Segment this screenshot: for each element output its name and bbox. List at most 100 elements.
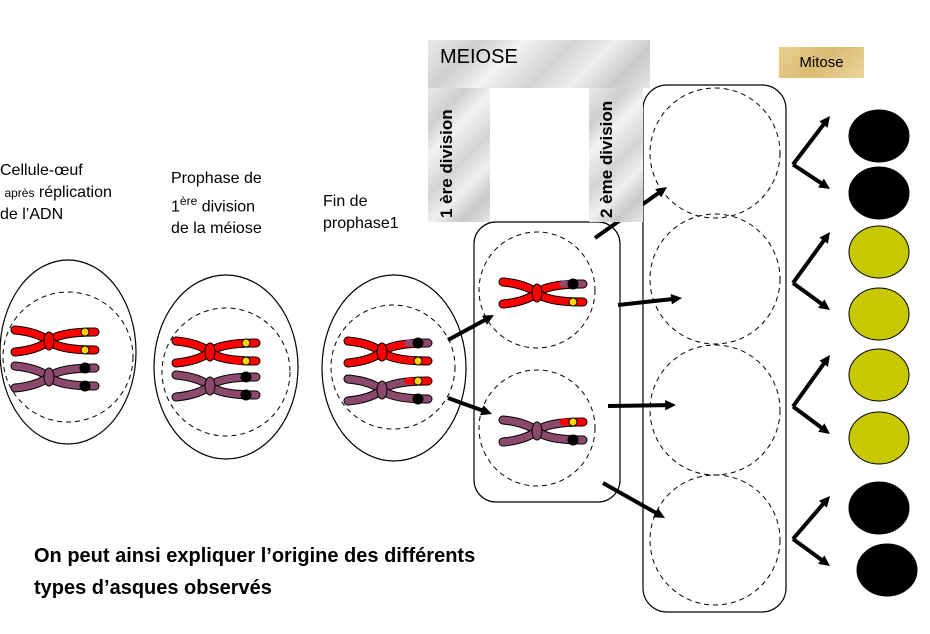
cell1-chromosome-purple xyxy=(10,361,100,393)
yellow-allele xyxy=(413,356,423,366)
centromere xyxy=(43,367,55,387)
meiosis2-box xyxy=(642,84,787,613)
arrow-head xyxy=(655,187,667,198)
meiosis1-nucleus-bottom xyxy=(478,369,596,487)
centromere xyxy=(531,283,543,303)
arrow-shaft xyxy=(617,296,675,307)
meiosis2-nucleus-2 xyxy=(649,213,781,345)
ascospore-yellow xyxy=(848,287,910,341)
arrow-m1-to-m2-2 xyxy=(617,293,682,307)
meiosis2-nucleus-3 xyxy=(649,344,781,476)
yellow-allele xyxy=(413,376,423,386)
division2-label: 2 ème division xyxy=(597,100,616,218)
black-allele xyxy=(240,389,252,401)
mitose-title: Mitose xyxy=(779,47,864,78)
division1-banner xyxy=(428,88,490,222)
arrow-shaft xyxy=(791,237,827,285)
cell2-label-line2-text: division xyxy=(197,198,256,216)
mitosis-arrow-up-4 xyxy=(791,496,830,541)
centromere xyxy=(531,421,543,441)
meiosis1-chromosome-red xyxy=(498,277,588,309)
arrow-m1-to-m2-3 xyxy=(607,399,676,411)
black-allele xyxy=(412,393,424,405)
cell3-chromosome-red xyxy=(343,336,433,368)
cell2-chromosome-purple xyxy=(171,370,261,402)
meiosis2-nucleus-4 xyxy=(649,474,781,606)
black-allele xyxy=(79,362,91,374)
cell3-label-line2: prophase1 xyxy=(323,215,399,232)
cell2-label-num: 1 xyxy=(171,198,180,216)
centromere xyxy=(376,342,388,362)
ascospore-yellow xyxy=(848,225,910,279)
centromere xyxy=(376,380,388,400)
meiose-title: MEIOSE xyxy=(440,46,518,68)
mitosis-arrow-down-3 xyxy=(791,404,830,434)
cell1-label-line2: après réplication xyxy=(0,182,112,204)
arrow-head xyxy=(653,508,665,518)
conclusion-text: On peut ainsi expliquer l’origine des di… xyxy=(34,540,475,604)
black-allele xyxy=(240,371,252,383)
cell1-label-line3: de l’ADN xyxy=(0,206,64,223)
arrow-shaft xyxy=(447,396,486,414)
cell2-label-sup: ère xyxy=(179,194,198,208)
cell1-label-line1: Cellule-œuf xyxy=(0,162,83,179)
arrow-head xyxy=(819,116,830,128)
cell1-label-line2-text: réplication xyxy=(34,184,112,201)
arrow-head xyxy=(819,232,830,244)
meiosis2-nucleus-1 xyxy=(649,87,781,219)
yellow-allele xyxy=(241,356,251,366)
arrow-shaft xyxy=(607,403,669,408)
black-allele xyxy=(567,278,579,290)
yellow-allele xyxy=(568,297,578,307)
mitosis-arrow-up-2 xyxy=(791,232,830,285)
yellow-allele xyxy=(80,327,90,337)
arrow-shaft xyxy=(447,317,488,342)
yellow-allele xyxy=(241,338,251,348)
arrow-head xyxy=(480,405,492,416)
ascospore-yellow xyxy=(848,411,910,465)
arrow-head xyxy=(670,293,682,305)
mitosis-arrow-up-1 xyxy=(791,116,830,166)
centromere xyxy=(204,376,216,396)
cell1-chromosome-red xyxy=(10,325,100,357)
mitosis-arrow-down-4 xyxy=(791,537,830,566)
arrow-shaft xyxy=(791,360,827,408)
cell2-chromosome-red xyxy=(171,336,261,368)
arrow-head xyxy=(818,555,830,566)
cell3-label-line1: Fin de xyxy=(323,193,368,210)
yellow-allele xyxy=(568,417,578,427)
centromere xyxy=(43,331,55,351)
arrow-cell3-to-top xyxy=(447,315,494,342)
arrow-head xyxy=(482,315,494,325)
cell3-nucleus xyxy=(330,304,456,430)
division2-banner xyxy=(589,88,643,222)
black-allele xyxy=(567,434,579,446)
cell2-membrane xyxy=(153,274,299,460)
cell2-label-line1: Prophase de xyxy=(171,170,262,187)
arrow-shaft xyxy=(791,121,827,166)
centromere xyxy=(204,342,216,362)
arrow-shaft xyxy=(791,281,825,307)
cell1-label: Cellule-œuf après réplication de l’ADN xyxy=(0,160,112,226)
cell2-label: Prophase de 1ère division de la méiose xyxy=(171,168,262,240)
mitosis-arrow-up-3 xyxy=(791,355,830,408)
arrow-cell3-to-bottom xyxy=(447,396,492,416)
black-allele xyxy=(79,380,91,392)
meiose-banner xyxy=(428,40,650,88)
meiosis1-chromosome-purple xyxy=(498,415,588,447)
arrow-head xyxy=(818,299,830,310)
meiosis1-nucleus-top xyxy=(478,231,596,349)
cell2-label-line2: 1ère division xyxy=(171,190,262,218)
cell3-membrane xyxy=(321,274,467,462)
black-allele xyxy=(412,337,424,349)
cell2-nucleus xyxy=(161,307,291,437)
mitosis-arrow-down-1 xyxy=(791,162,830,189)
arrow-head xyxy=(818,178,830,189)
meiosis1-box xyxy=(473,221,621,503)
cell2-label-line3: de la méiose xyxy=(171,220,262,238)
division1-label: 1 ère division xyxy=(437,109,456,218)
cell3-label: Fin de prophase1 xyxy=(323,191,399,235)
cell1-nucleus xyxy=(2,291,134,423)
